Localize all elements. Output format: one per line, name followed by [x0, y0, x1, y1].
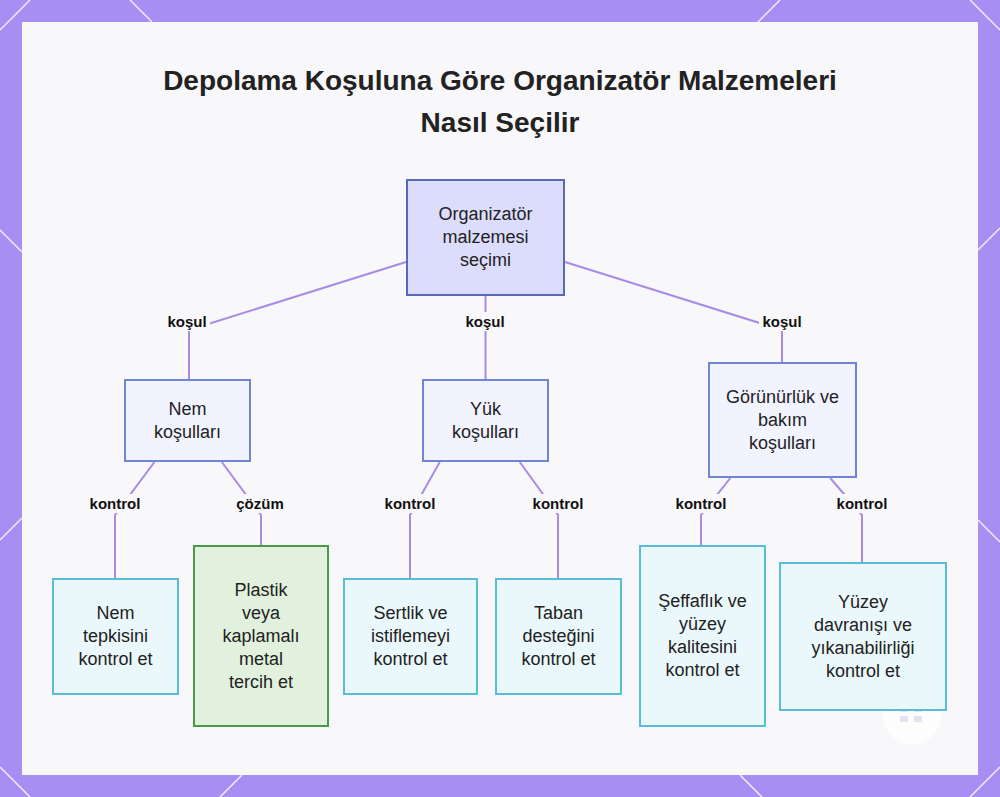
- connector-line: [410, 462, 440, 578]
- edge-label: koşul: [759, 312, 804, 331]
- node-text: Yük koşulları: [438, 398, 533, 444]
- edge-label: kontrol: [87, 494, 144, 513]
- connector-line: [830, 478, 862, 562]
- check-box: Şeffaflık ve yüzey kalitesini kontrol et: [639, 545, 766, 727]
- condition-box: Nem koşulları: [124, 379, 251, 462]
- condition-box: Yük koşulları: [422, 379, 549, 462]
- node-text: Şeffaflık ve yüzey kalitesini kontrol et: [655, 590, 750, 682]
- connector-line: [565, 262, 782, 362]
- edge-label: kontrol: [530, 494, 587, 513]
- node-text: Plastik veya kaplamalı metal tercih et: [215, 579, 307, 694]
- node-text: Nem tepkisini kontrol et: [72, 602, 159, 671]
- connector-line: [485, 296, 487, 379]
- node-text: Nem koşulları: [140, 398, 235, 444]
- node-text: Taban desteğini kontrol et: [511, 602, 606, 671]
- check-box: Taban desteğini kontrol et: [495, 578, 622, 695]
- node-text: Sertlik ve istiflemeyi kontrol et: [359, 602, 462, 671]
- connector-line: [520, 462, 558, 578]
- edge-label: koşul: [164, 312, 209, 331]
- check-box: Yüzey davranışı ve yıkanabilirliği kontr…: [779, 562, 947, 711]
- edge-label: kontrol: [673, 494, 730, 513]
- connector-line: [115, 462, 154, 578]
- node-text: Görünürlük ve bakım koşulları: [724, 386, 841, 455]
- edge-label: koşul: [462, 312, 507, 331]
- edge-label: kontrol: [382, 494, 439, 513]
- edge-label: çözüm: [233, 494, 287, 513]
- check-box: Nem tepkisini kontrol et: [52, 578, 179, 695]
- diagram-title: Depolama Koşuluna Göre Organizatör Malze…: [150, 60, 850, 144]
- check-box: Sertlik ve istiflemeyi kontrol et: [343, 578, 478, 695]
- connector-line: [189, 262, 406, 379]
- solution-box: Plastik veya kaplamalı metal tercih et: [193, 545, 329, 727]
- node-text: Organizatör malzemesi seçimi: [426, 203, 545, 272]
- root-box: Organizatör malzemesi seçimi: [406, 179, 565, 296]
- node-text: Yüzey davranışı ve yıkanabilirliği kontr…: [801, 591, 925, 683]
- condition-box: Görünürlük ve bakım koşulları: [708, 362, 857, 478]
- edge-label: kontrol: [834, 494, 891, 513]
